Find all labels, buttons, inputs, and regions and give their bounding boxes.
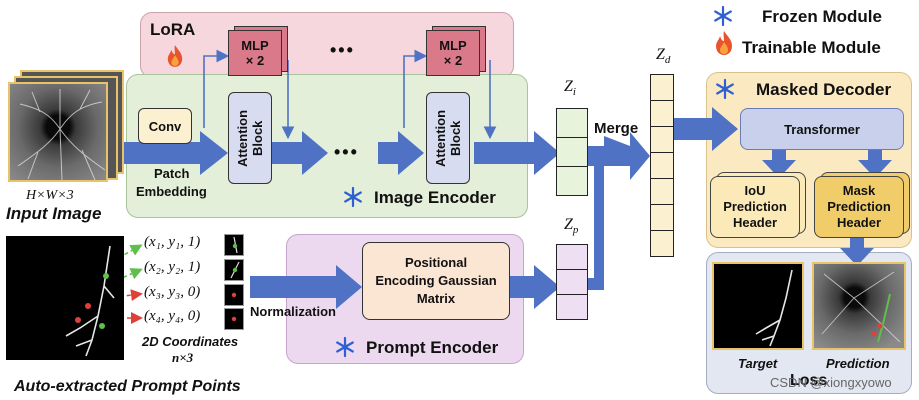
lora-flame-icon xyxy=(166,44,184,68)
positional-encoding-line-2: Encoding Gaussian xyxy=(375,273,497,288)
mlp-block-2: MLP × 2 xyxy=(426,30,480,76)
decoder-title: Masked Decoder xyxy=(756,80,892,99)
zd-cell-5 xyxy=(650,178,674,205)
positional-encoding-line-3: Matrix xyxy=(416,291,456,306)
iou-line-2: Prediction xyxy=(723,199,787,214)
lora-ellipsis: ••• xyxy=(330,40,355,60)
attention-block-1: Attention Block xyxy=(228,92,272,184)
arrow-normalization xyxy=(250,265,362,309)
decoder-snowflake-icon xyxy=(714,78,736,100)
legend-trainable-label: Trainable Module xyxy=(742,38,881,57)
prompt-points-caption: Auto-extracted Prompt Points xyxy=(14,378,241,395)
zd-subscript: d xyxy=(664,54,671,67)
iou-line-1: IoU xyxy=(744,183,766,198)
zd-symbol: Z xyxy=(656,46,665,63)
mask-line-3: Header xyxy=(836,215,882,230)
snowflake-icon xyxy=(712,5,734,27)
prompt-encoder-title: Prompt Encoder xyxy=(366,338,499,357)
zi-cell-3 xyxy=(556,166,588,196)
attention-block-2: Attention Block xyxy=(426,92,470,184)
image-encoder-title: Image Encoder xyxy=(374,188,496,207)
coords-dims: n×3 xyxy=(172,350,194,365)
arrow-transformer-to-mask xyxy=(858,148,892,178)
mlp-label-2: MLP xyxy=(439,38,467,53)
coords-title: 2D Coordinates xyxy=(142,334,239,349)
conv-block: Conv xyxy=(138,108,192,144)
loss-title: Loss xyxy=(790,372,828,389)
zp-cell-1 xyxy=(556,244,588,270)
zd-cell-4 xyxy=(650,152,674,179)
zd-cell-1 xyxy=(650,74,674,101)
lora-in-1 xyxy=(203,49,230,128)
zi-cell-2 xyxy=(556,137,588,167)
thumb-3 xyxy=(224,284,244,306)
thumb-1 xyxy=(224,234,244,256)
arrow-dots-to-attn2 xyxy=(378,131,424,175)
iou-line-3: Header xyxy=(732,215,778,230)
zd-cell-3 xyxy=(650,126,674,153)
arrow-attn2-to-zi xyxy=(474,131,560,175)
patch-embedding-label-1: Patch xyxy=(154,166,190,181)
zd-cell-6 xyxy=(650,204,674,231)
zd-cell-2 xyxy=(650,100,674,127)
zp-subscript: p xyxy=(572,224,579,237)
coord-row-4: (x₄, y₄, 0) xyxy=(144,308,201,324)
input-image xyxy=(8,82,108,182)
merge-label: Merge xyxy=(594,120,639,137)
zd-cell-7 xyxy=(650,230,674,257)
zi-subscript: i xyxy=(572,86,576,99)
prompt-points-image xyxy=(6,236,124,360)
prediction-label: Prediction xyxy=(826,356,890,371)
input-image-caption: Input Image xyxy=(6,204,102,223)
mlp-x2-1: × 2 xyxy=(245,53,265,68)
iou-header: IoU Prediction Header xyxy=(710,176,800,238)
zp-symbol: Z xyxy=(564,216,573,233)
arrow-attn1-to-dots xyxy=(272,131,328,175)
mlp-block-1: MLP × 2 xyxy=(228,30,282,76)
prompt-encoder-snowflake-icon xyxy=(334,336,356,358)
watermark: CSDN @xiongxyowo xyxy=(770,375,892,390)
transformer-block: Transformer xyxy=(740,108,904,150)
patch-embedding-label-2: Embedding xyxy=(136,184,207,199)
zp-label: Zp xyxy=(564,216,578,236)
positional-encoding-line-1: Positional xyxy=(404,255,468,270)
mlp-label-1: MLP xyxy=(241,38,269,53)
attention-block-label-2: Attention Block xyxy=(433,109,463,167)
target-image xyxy=(712,262,804,350)
lora-title: LoRA xyxy=(150,20,196,39)
mlp-x2-2: × 2 xyxy=(443,53,463,68)
zi-cell-1 xyxy=(556,108,588,138)
coord-row-1: (x₁, y₁, 1) xyxy=(144,234,201,250)
image-encoder-snowflake-icon xyxy=(342,186,364,208)
zp-cell-3 xyxy=(556,294,588,320)
thumb-2 xyxy=(224,259,244,281)
zp-cell-2 xyxy=(556,269,588,295)
zd-label: Zd xyxy=(656,46,670,66)
coord-row-3: (x₃, y₃, 0) xyxy=(144,284,201,300)
thumb-4 xyxy=(224,308,244,330)
mask-line-2: Prediction xyxy=(827,199,891,214)
coord-row-2: (x₂, y₂, 1) xyxy=(144,259,201,275)
mask-line-1: Mask xyxy=(842,183,876,198)
arrow-merge xyxy=(586,132,650,290)
encoder-ellipsis: ••• xyxy=(334,142,359,162)
lora-in-2 xyxy=(403,49,428,128)
attention-block-label-1: Attention Block xyxy=(235,109,265,167)
flame-icon xyxy=(714,30,734,56)
arrow-transformer-to-iou xyxy=(762,148,796,178)
arrow-mask-to-prediction xyxy=(840,236,874,266)
normalization-label: Normalization xyxy=(250,304,336,319)
arrow-zd-to-transformer xyxy=(674,107,738,151)
positional-encoding-box: Positional Encoding Gaussian Matrix xyxy=(362,242,510,320)
prediction-image xyxy=(812,262,906,350)
zi-label: Zi xyxy=(564,78,576,98)
zi-symbol: Z xyxy=(564,78,573,95)
arrow-prompt-to-zp xyxy=(508,265,560,309)
target-label: Target xyxy=(738,356,778,371)
legend-frozen-label: Frozen Module xyxy=(762,7,882,26)
input-image-dims: H×W×3 xyxy=(26,188,74,203)
mask-header: Mask Prediction Header xyxy=(814,176,904,238)
